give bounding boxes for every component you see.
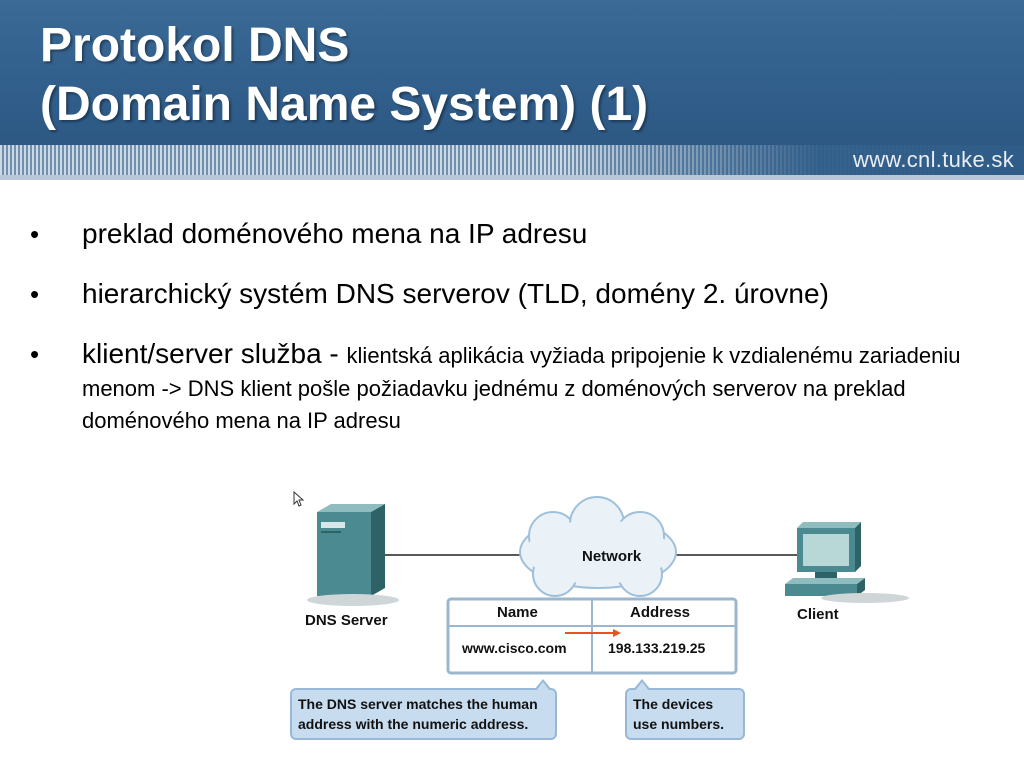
computer-icon (785, 522, 909, 603)
lookup-table (446, 597, 738, 675)
network-label: Network (582, 548, 642, 565)
bullet-subtext: klientská aplikácia vyžiada pripojenie k… (82, 343, 961, 433)
cloud-icon (519, 496, 677, 597)
bullet-marker: • (30, 339, 40, 369)
callout-tail-inner (635, 682, 649, 691)
site-url: www.cnl.tuke.sk (853, 147, 1014, 172)
server-icon (307, 504, 399, 606)
callout-line-1: The devices (633, 696, 714, 712)
slide-title-line-1: Protokol DNS (40, 19, 350, 72)
callout-tail-inner (536, 682, 550, 691)
bullet-text: hierarchický systém DNS serverov (TLD, d… (82, 278, 829, 309)
header-banner: Protokol DNS (Domain Name System) (1) ww… (0, 0, 1024, 180)
bullet-item: • klient/server služba - klientská aplik… (30, 335, 1005, 437)
cursor-icon (293, 490, 305, 507)
bullet-marker: • (30, 279, 40, 309)
dns-server-label: DNS Server (305, 612, 388, 629)
slide-title-line-2: (Domain Name System) (1) (40, 78, 649, 131)
bullet-text: preklad doménového mena na IP adresu (82, 218, 588, 249)
bullet-list: • preklad doménového mena na IP adresu •… (30, 215, 1005, 459)
bullet-marker: • (30, 219, 40, 249)
table-header-name: Name (497, 604, 538, 621)
diagram-graphics (293, 490, 909, 675)
slide-title: Protokol DNS (Domain Name System) (1) (40, 16, 648, 134)
callout-dns-server: The DNS server matches the human address… (290, 679, 557, 740)
table-header-address: Address (630, 604, 691, 621)
table-cell-name: www.cisco.com (462, 640, 567, 656)
arrow-icon (565, 629, 621, 637)
callout-line-2: use numbers. (633, 716, 725, 732)
header-bottom-bar (0, 175, 1024, 180)
callout-devices: The devices use numbers. (625, 679, 745, 740)
bullet-item: • preklad doménového mena na IP adresu (30, 215, 1005, 253)
header-stripes-fade (0, 145, 1024, 175)
callout-line-2: address with the numeric address. (298, 716, 529, 732)
callout-line-1: The DNS server matches the human (298, 696, 538, 712)
table-cell-address: 198.133.219.25 (608, 640, 706, 656)
bullet-text: klient/server služba - (82, 338, 347, 369)
dns-diagram: DNS Server Network Client Name Address w… (285, 488, 920, 748)
client-label: Client (797, 606, 839, 623)
bullet-item: • hierarchický systém DNS serverov (TLD,… (30, 275, 1005, 313)
